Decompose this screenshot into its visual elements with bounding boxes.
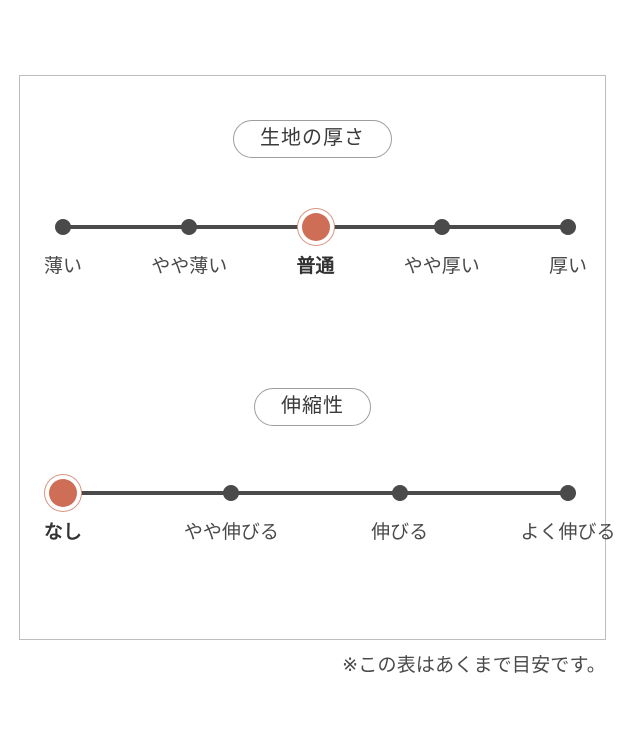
scale-label-stretch-3: よく伸びる xyxy=(520,522,616,543)
scale-track-stretch xyxy=(20,470,607,516)
scale-label-thickness-2-selected: 普通 xyxy=(296,256,335,277)
scale-labels-stretch: なし やや伸びる 伸びる よく伸びる xyxy=(20,520,616,554)
scale-dot-thickness-2-selected[interactable] xyxy=(301,213,330,241)
scale-dot-stretch-1[interactable] xyxy=(223,485,240,501)
scale-label-stretch-2: 伸びる xyxy=(371,522,429,543)
scale-dot-thickness-4[interactable] xyxy=(560,219,576,235)
scale-title-stretch: 伸縮性 xyxy=(254,388,371,426)
scale-label-stretch-1: やや伸びる xyxy=(183,522,279,543)
scale-label-thickness-4: 厚い xyxy=(548,256,588,277)
scale-dot-thickness-1[interactable] xyxy=(181,219,198,235)
footnote-disclaimer: ※この表はあくまで目安です。 xyxy=(342,655,606,676)
scale-title-row-thickness: 生地の厚さ xyxy=(20,120,605,158)
fabric-spec-card: 生地の厚さ 薄い やや薄い 普通 やや厚い 厚い 伸縮性 xyxy=(19,75,616,640)
scale-track-thickness xyxy=(20,204,607,250)
scale-dot-stretch-2[interactable] xyxy=(391,485,408,501)
scale-label-thickness-0: 薄い xyxy=(43,256,83,277)
scale-block-stretch: 伸縮性 なし やや伸びる 伸びる よく伸びる xyxy=(20,388,616,554)
scale-label-stretch-0-selected: なし xyxy=(43,522,83,543)
scale-dot-stretch-0-selected[interactable] xyxy=(49,479,77,507)
scale-title-thickness: 生地の厚さ xyxy=(233,120,392,158)
scale-title-row-stretch: 伸縮性 xyxy=(20,388,605,426)
scale-label-thickness-3: やや厚い xyxy=(403,256,480,277)
scale-dot-stretch-3[interactable] xyxy=(560,485,576,501)
scale-label-thickness-1: やや薄い xyxy=(151,256,228,277)
scale-block-thickness: 生地の厚さ 薄い やや薄い 普通 やや厚い 厚い xyxy=(20,120,605,288)
track-line-stretch xyxy=(63,491,564,495)
scale-dot-thickness-0[interactable] xyxy=(55,219,71,235)
scale-dot-thickness-3[interactable] xyxy=(433,219,450,235)
scale-labels-thickness: 薄い やや薄い 普通 やや厚い 厚い xyxy=(20,254,607,288)
